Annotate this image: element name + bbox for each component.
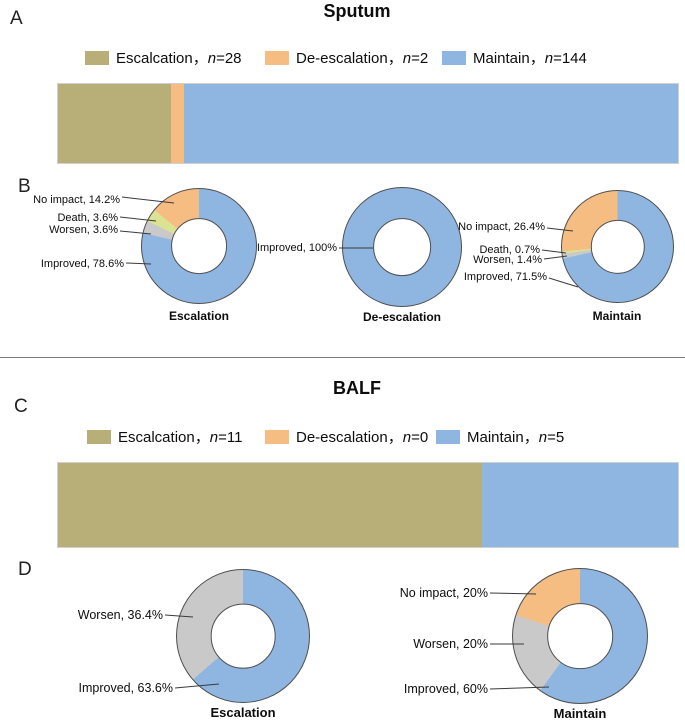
slice-label-worsen: Worsen, 36.4% [77, 608, 163, 622]
donut-title-deescalation: De-escalation [362, 310, 442, 324]
legend-n-symbol: n [402, 50, 412, 67]
bar-segment-maintain [183, 84, 678, 163]
legend-n-value: =2 [411, 50, 429, 67]
section-divider [0, 357, 685, 358]
legend-label-maintain: Maintain，n=144 [473, 47, 587, 68]
donut-title-maintain: Maintain [553, 706, 607, 720]
slice-label-worsen: Worsen, 1.4% [473, 254, 542, 266]
legend-item-maintain-sputum: Maintain，n=144 [442, 47, 587, 68]
slice-label-improved: Improved, 100% [256, 242, 337, 254]
legend-comma: ， [523, 429, 539, 446]
legend-name: De-escalation [296, 50, 388, 67]
legend-comma: ， [387, 50, 403, 67]
legend-n-value: =144 [553, 50, 587, 67]
slice-label-no-impact: No impact, 20% [399, 586, 488, 600]
legend-swatch-maintain [442, 50, 466, 65]
slice-label-improved: Improved, 60% [403, 682, 488, 696]
legend-name: Maintain [473, 50, 530, 67]
legend-swatch-escalation [87, 429, 111, 444]
legend-item-maintain-balf: Maintain，n=5 [436, 426, 564, 447]
donut-title-maintain: Maintain [592, 309, 642, 323]
panel-label-a: A [10, 8, 23, 29]
donut-chart-sputum-maintain [561, 190, 674, 303]
legend-swatch-deescalation [265, 50, 289, 65]
legend-label-maintain: Maintain，n=5 [467, 426, 564, 447]
bar-segment-de-escalation [170, 84, 184, 163]
slice-label-worsen: Worsen, 20% [413, 637, 488, 651]
legend-n-symbol: n [207, 50, 217, 67]
stacked-bar-balf [57, 462, 679, 548]
legend-label-deescalation: De-escalation，n=2 [296, 47, 428, 68]
donut-hole [373, 218, 431, 276]
panel-label-d: D [18, 559, 32, 580]
bar-segment-maintain [482, 463, 678, 547]
donut-hole [171, 218, 227, 274]
donut-hole [547, 603, 613, 669]
legend-n-value: =11 [218, 429, 243, 446]
donut-title-escalation: Escalation [168, 309, 230, 323]
donut-chart-sputum-deescalation [342, 187, 462, 307]
section-title-balf: BALF [333, 378, 381, 398]
legend-n-value: =5 [547, 429, 565, 446]
donut-chart-balf-escalation [176, 569, 310, 703]
legend-n-symbol: n [402, 429, 412, 446]
legend-item-escalation-balf: Escalcation，n=11 [87, 426, 242, 447]
slice-label-death: Death, 3.6% [57, 212, 118, 224]
donut-hole [210, 603, 276, 669]
donut-chart-sputum-escalation [141, 188, 257, 304]
legend-name: Escalcation [116, 50, 193, 67]
legend-label-deescalation: De-escalation，n=0 [296, 426, 428, 447]
legend-n-symbol: n [209, 429, 219, 446]
donut-hole [590, 219, 645, 274]
slice-label-improved: Improved, 78.6% [40, 258, 124, 270]
stacked-bar-sputum [57, 83, 679, 164]
slice-label-no-impact: No impact, 14.2% [33, 194, 120, 206]
donut-title-escalation: Escalation [210, 705, 276, 720]
legend-name: Maintain [467, 429, 524, 446]
slice-label-worsen: Worsen, 3.6% [49, 224, 118, 236]
legend-comma: ， [387, 429, 403, 446]
legend-n-value: =28 [216, 50, 242, 67]
legend-name: Escalcation [118, 429, 195, 446]
slice-label-improved: Improved, 71.5% [463, 271, 547, 283]
slice-label-improved: Improved, 63.6% [78, 681, 174, 695]
legend-label-escalation: Escalcation，n=28 [116, 47, 242, 68]
legend-n-value: =0 [411, 429, 429, 446]
slice-label-death: Death, 0.7% [479, 244, 540, 256]
bar-segment-escalcation [58, 84, 171, 163]
legend-swatch-deescalation [265, 429, 289, 444]
donut-chart-balf-maintain [512, 568, 648, 704]
legend-n-symbol: n [538, 429, 548, 446]
legend-swatch-maintain [436, 429, 460, 444]
legend-swatch-escalation [85, 50, 109, 65]
legend-name: De-escalation [296, 429, 388, 446]
legend-label-escalation: Escalcation，n=11 [118, 426, 242, 447]
legend-comma: ， [194, 429, 210, 446]
panel-label-c: C [14, 396, 28, 417]
section-title-sputum: Sputum [323, 1, 391, 21]
panel-label-b: B [18, 176, 31, 197]
legend-comma: ， [529, 50, 545, 67]
bar-segment-escalcation [58, 463, 483, 547]
legend-comma: ， [192, 50, 208, 67]
slice-label-no-impact: No impact, 26.4% [458, 221, 545, 233]
legend-item-deescalation-balf: De-escalation，n=0 [265, 426, 428, 447]
legend-n-symbol: n [544, 50, 554, 67]
legend-item-escalation-sputum: Escalcation，n=28 [85, 47, 242, 68]
legend-item-deescalation-sputum: De-escalation，n=2 [265, 47, 428, 68]
